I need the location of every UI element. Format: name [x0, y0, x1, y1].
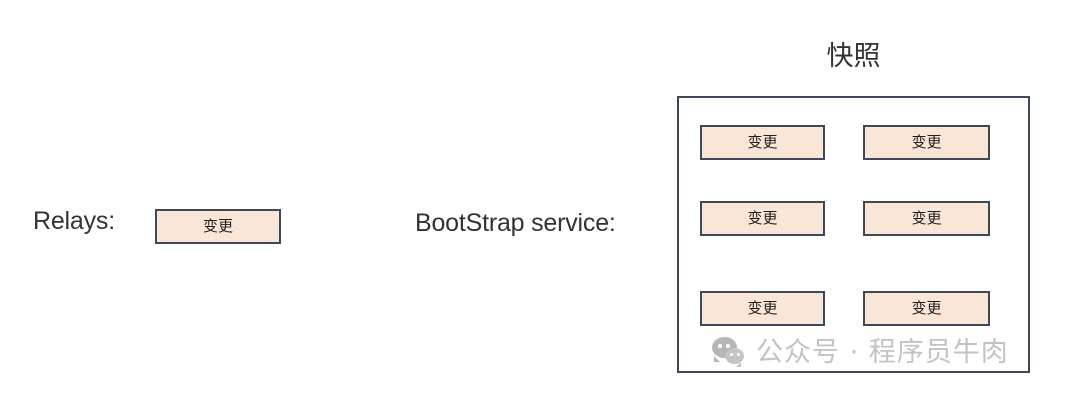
snapshot-change-chip: 变更: [700, 201, 825, 236]
snapshot-change-chip: 变更: [700, 125, 825, 160]
snapshot-change-chip: 变更: [863, 201, 990, 236]
snapshot-change-chip: 变更: [863, 125, 990, 160]
snapshot-container: [677, 96, 1030, 373]
snapshot-title: 快照: [826, 41, 881, 72]
snapshot-change-chip: 变更: [700, 291, 825, 326]
bootstrap-service-label: BootStrap service:: [415, 209, 616, 237]
relays-change-chip: 变更: [155, 209, 281, 244]
snapshot-change-chip: 变更: [863, 291, 990, 326]
relays-label: Relays:: [33, 207, 115, 235]
